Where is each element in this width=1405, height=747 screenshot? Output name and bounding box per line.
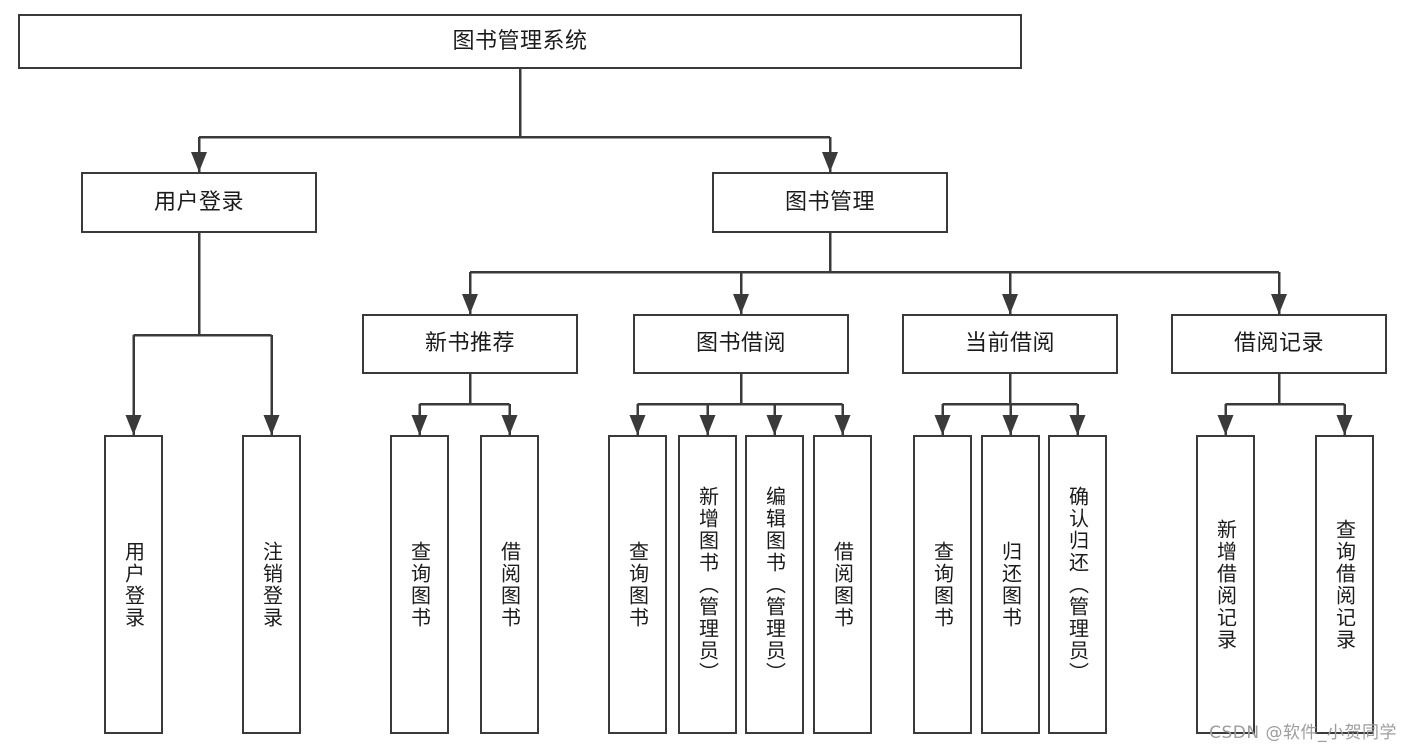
node-records[interactable]: 借阅记录 (1171, 314, 1387, 374)
node-label: 注销登录 (259, 540, 284, 629)
node-leaf-borrow1[interactable]: 借阅图书 (480, 435, 539, 734)
arrow-head-leaf-qryrec (1336, 415, 1353, 435)
node-leaf-addrec[interactable]: 新增借阅记录 (1196, 435, 1255, 734)
arrow-head-borrow (733, 294, 749, 314)
arrow-head-leaf-borrow1 (501, 415, 518, 435)
arrow-head-bookmgmt (822, 152, 838, 172)
arrow-head-leaf-borrow2 (834, 415, 851, 435)
node-label: 查询图书 (930, 540, 955, 629)
node-leaf-logout[interactable]: 注销登录 (242, 435, 301, 734)
watermark: CSDN @软件_小贺同学 (1209, 723, 1397, 743)
node-bookmgmt[interactable]: 图书管理 (712, 172, 948, 233)
node-leaf-edit[interactable]: 编辑图书（管理员） (745, 435, 804, 734)
node-leaf-login[interactable]: 用户登录 (104, 435, 163, 734)
node-label: 借阅图书 (830, 540, 855, 629)
arrow-head-newbooks (462, 294, 478, 314)
node-borrow[interactable]: 图书借阅 (633, 314, 849, 374)
arrow-head-records (1271, 294, 1287, 314)
node-label: 图书管理系统 (452, 28, 588, 54)
node-label: 新书推荐 (424, 331, 515, 357)
node-label: 借阅图书 (497, 540, 522, 629)
arrow-head-leaf-add (699, 415, 716, 435)
node-label: 当前借阅 (964, 331, 1055, 357)
node-newbooks[interactable]: 新书推荐 (362, 314, 578, 374)
arrow-head-leaf-confirm (1069, 415, 1086, 435)
node-label: 用户登录 (153, 189, 244, 215)
node-label: 图书管理 (784, 189, 875, 215)
node-leaf-borrow2[interactable]: 借阅图书 (813, 435, 872, 734)
node-label: 借阅记录 (1233, 331, 1324, 357)
node-leaf-query1[interactable]: 查询图书 (390, 435, 449, 734)
arrow-head-leaf-login (125, 415, 142, 435)
node-label: 图书借阅 (695, 331, 786, 357)
node-leaf-qryrec[interactable]: 查询借阅记录 (1315, 435, 1374, 734)
node-current[interactable]: 当前借阅 (902, 314, 1118, 374)
node-label: 用户登录 (121, 540, 146, 629)
node-root[interactable]: 图书管理系统 (18, 14, 1022, 69)
arrow-head-leaf-return (1002, 415, 1019, 435)
node-login[interactable]: 用户登录 (81, 172, 317, 233)
node-label: 确认归还（管理员） (1065, 485, 1090, 684)
arrow-head-leaf-logout (263, 415, 280, 435)
node-leaf-query3[interactable]: 查询图书 (913, 435, 972, 734)
arrow-head-leaf-query3 (934, 415, 951, 435)
arrow-head-leaf-query2 (629, 415, 646, 435)
node-leaf-add[interactable]: 新增图书（管理员） (678, 435, 737, 734)
node-label: 新增图书（管理员） (695, 485, 720, 684)
node-leaf-query2[interactable]: 查询图书 (608, 435, 667, 734)
node-label: 新增借阅记录 (1213, 518, 1238, 651)
node-label: 查询图书 (407, 540, 432, 629)
node-label: 查询借阅记录 (1332, 518, 1357, 651)
arrow-head-login (191, 152, 207, 172)
node-leaf-return[interactable]: 归还图书 (981, 435, 1040, 734)
arrow-head-leaf-addrec (1217, 415, 1234, 435)
arrow-head-leaf-edit (766, 415, 783, 435)
node-leaf-confirm[interactable]: 确认归还（管理员） (1048, 435, 1107, 734)
node-label: 编辑图书（管理员） (762, 485, 787, 684)
node-label: 查询图书 (625, 540, 650, 629)
arrow-head-current (1002, 294, 1018, 314)
node-label: 归还图书 (998, 540, 1023, 629)
arrow-head-leaf-query1 (411, 415, 428, 435)
